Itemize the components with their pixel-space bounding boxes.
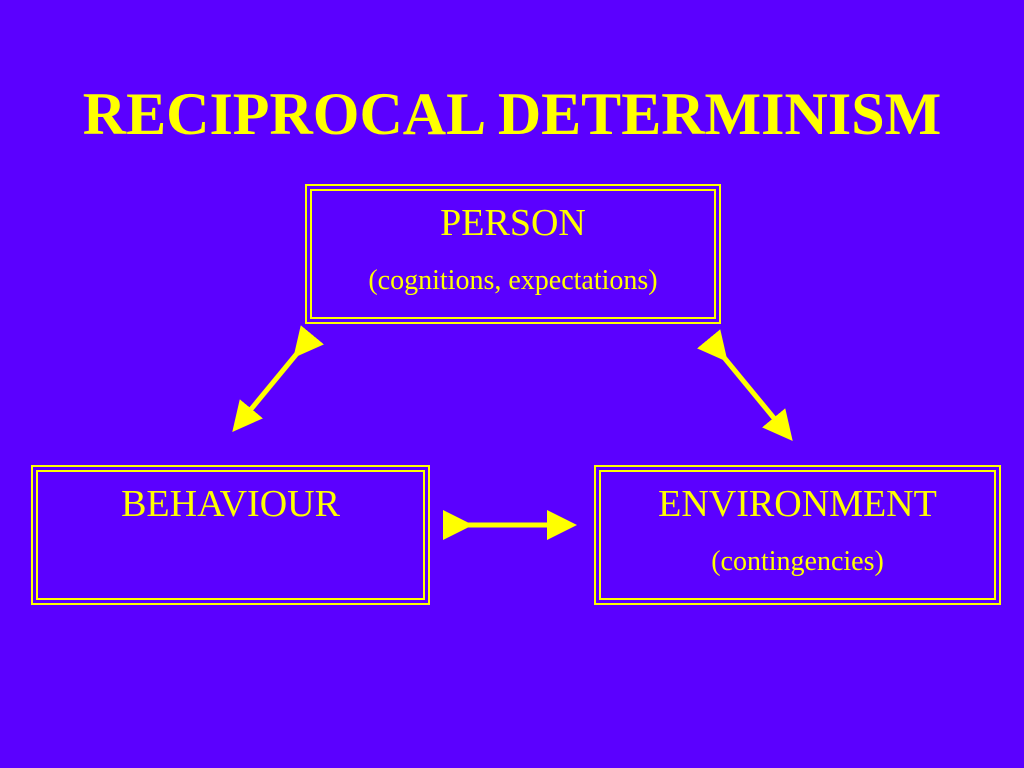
- arrow-person-behaviour: [232, 325, 324, 432]
- environment-box: ENVIRONMENT (contingencies): [594, 465, 1001, 605]
- person-label: PERSON: [440, 202, 586, 244]
- person-box: PERSON (cognitions, expectations): [305, 184, 721, 324]
- behaviour-label: BEHAVIOUR: [121, 483, 340, 525]
- person-sublabel: (cognitions, expectations): [368, 265, 658, 296]
- slide-title: RECIPROCAL DETERMINISM: [82, 81, 942, 147]
- environment-label: ENVIRONMENT: [658, 483, 937, 525]
- behaviour-box: BEHAVIOUR: [31, 465, 430, 605]
- arrow-person-environment: [697, 329, 793, 441]
- environment-sublabel: (contingencies): [711, 546, 884, 577]
